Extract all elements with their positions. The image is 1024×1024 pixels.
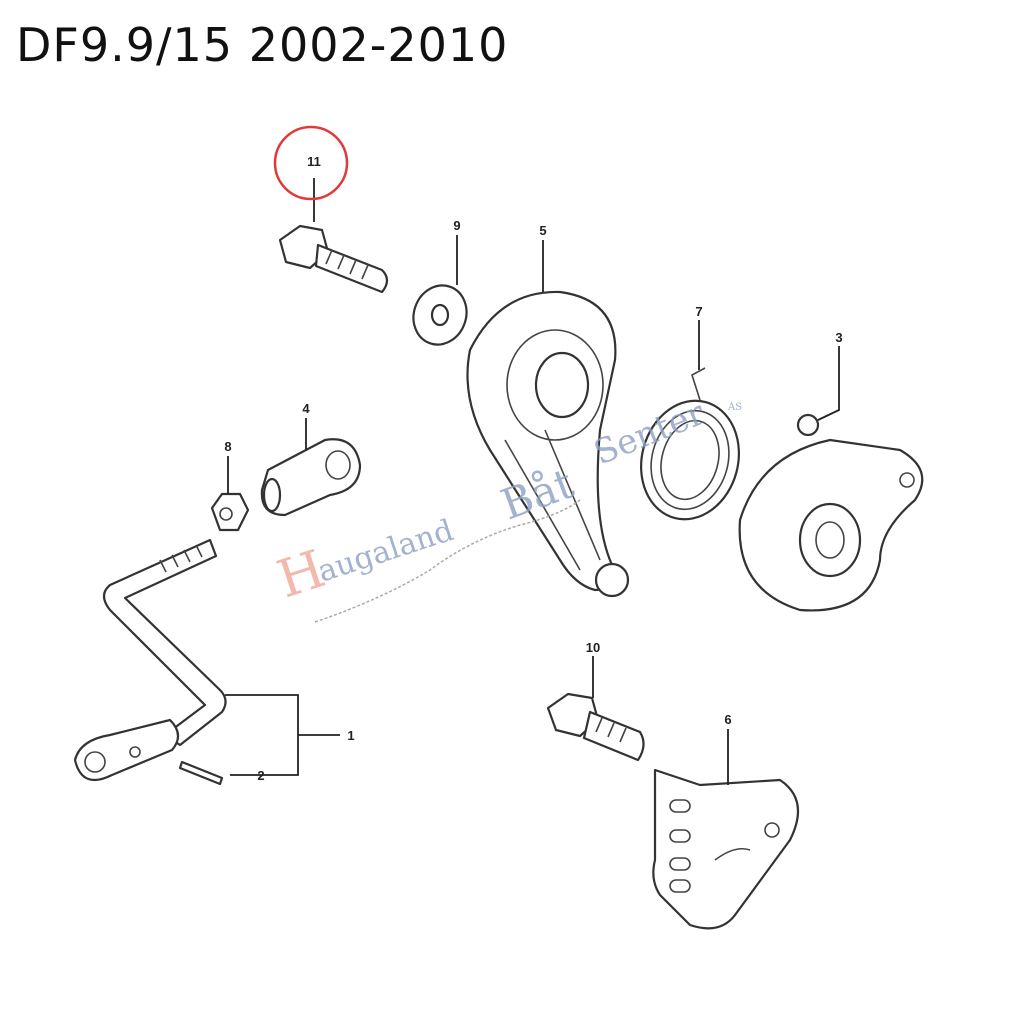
part-2-pin[interactable] (178, 760, 224, 786)
callout-11[interactable]: 11 (307, 154, 321, 169)
callout-1[interactable]: 1 (347, 728, 354, 743)
part-3-cam[interactable] (738, 413, 924, 612)
callout-7[interactable]: 7 (695, 304, 702, 319)
callout-5[interactable]: 5 (539, 223, 546, 238)
part-5-lever[interactable] (466, 290, 630, 598)
callout-3[interactable]: 3 (835, 330, 842, 345)
callout-10[interactable]: 10 (586, 640, 600, 655)
part-7-spring[interactable] (628, 367, 752, 530)
highlight-circle (273, 125, 349, 201)
callout-6[interactable]: 6 (724, 712, 731, 727)
part-9-washer[interactable] (405, 278, 474, 352)
callout-2[interactable]: 2 (257, 768, 264, 783)
callout-8[interactable]: 8 (224, 439, 231, 454)
svg-text:AS: AS (727, 402, 742, 413)
page-title: DF9.9/15 2002-2010 (16, 18, 509, 72)
part-11-bolt[interactable] (278, 224, 389, 294)
svg-text:augaland: augaland (314, 513, 458, 590)
part-4-joint[interactable] (260, 438, 362, 517)
part-1-rod[interactable] (73, 538, 227, 782)
part-10-bolt[interactable] (546, 692, 645, 762)
callout-4[interactable]: 4 (302, 401, 310, 416)
part-6-plate[interactable] (652, 768, 800, 930)
part-8-nut[interactable] (210, 492, 250, 532)
callout-9[interactable]: 9 (453, 218, 460, 233)
